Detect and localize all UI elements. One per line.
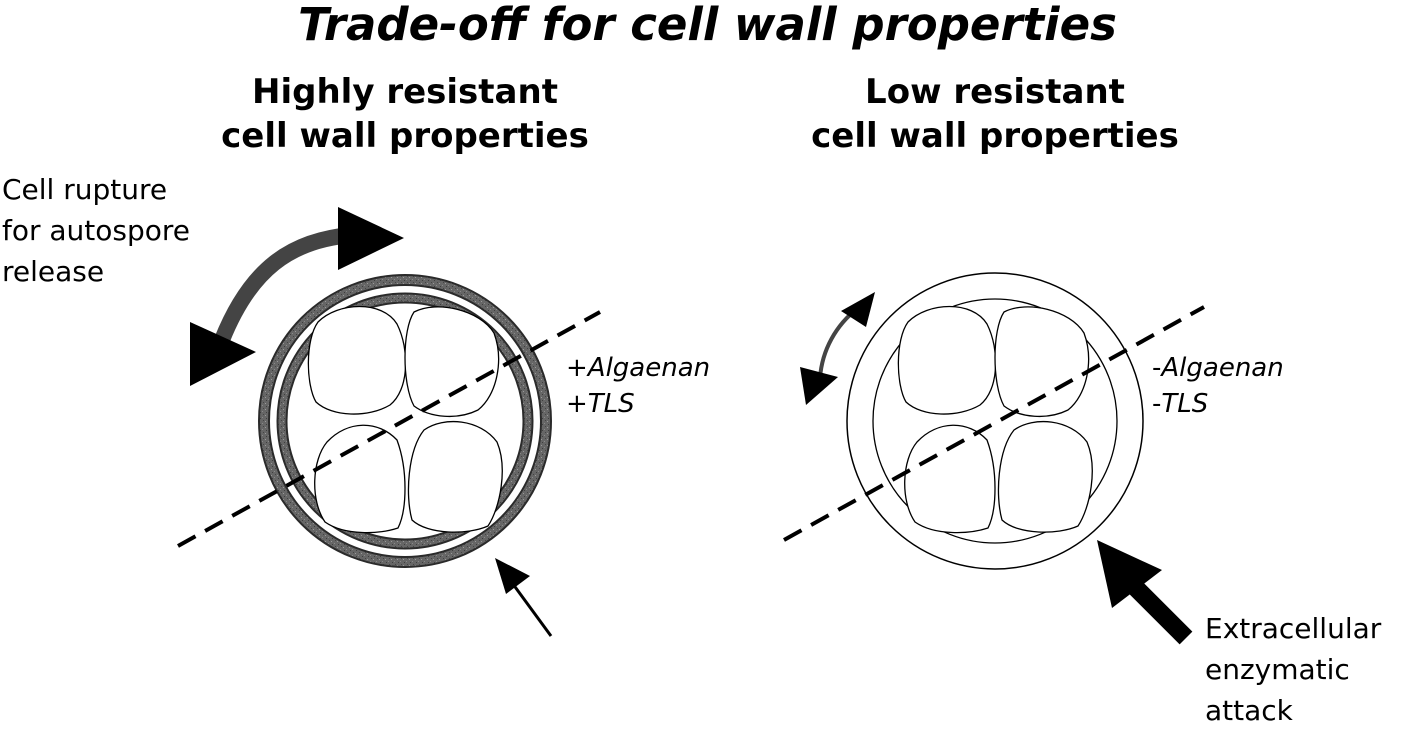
right-attack-arrow	[1097, 540, 1193, 645]
left-attack-arrow	[495, 558, 553, 637]
right-cell	[783, 272, 1205, 570]
rupture-arrow-head-top	[338, 207, 404, 270]
right-rupture-arrow	[800, 292, 875, 405]
left-composition: +Algaenan +TLS	[566, 350, 710, 422]
right-autospore-4	[997, 420, 1093, 533]
rupture-label-line-1: Cell rupture	[2, 173, 168, 206]
right-autospore-1	[897, 305, 997, 415]
right-tls-sign: -	[1152, 389, 1162, 419]
left-heading-line-1: Highly resistant	[252, 72, 558, 112]
left-section-line	[177, 310, 601, 548]
right-tls: -TLS	[1152, 386, 1284, 422]
right-attack-arrow-shaft	[1126, 578, 1193, 645]
left-panel-heading: Highly resistant cell wall properties	[205, 70, 605, 158]
right-rupture-arrow-shaft	[818, 306, 860, 379]
left-attack-arrow-shaft	[508, 579, 553, 637]
right-autospore-2	[994, 306, 1090, 418]
left-algaenan-name: Algaenan	[587, 353, 711, 383]
attack-label: Extracellular enzymatic attack	[1205, 608, 1381, 731]
left-cell	[177, 274, 601, 568]
left-heading-line-2: cell wall properties	[221, 116, 589, 156]
right-algaenan-name: Algaenan	[1161, 353, 1284, 383]
right-heading-line-1: Low resistant	[865, 72, 1125, 112]
left-tls-sign: +	[566, 389, 588, 419]
rupture-arrow	[190, 207, 404, 386]
left-attack-arrow-head	[495, 558, 530, 594]
left-outer-wall-texture	[260, 276, 550, 566]
right-outer-wall	[846, 272, 1144, 570]
left-tls-name: TLS	[587, 389, 635, 419]
rupture-arrow-shaft	[214, 227, 353, 343]
right-heading-line-2: cell wall properties	[811, 116, 1179, 156]
left-algaenan: +Algaenan	[566, 350, 710, 386]
right-tls-name: TLS	[1161, 389, 1209, 419]
left-inner-wall-texture	[278, 294, 532, 548]
right-panel-heading: Low resistant cell wall properties	[795, 70, 1195, 158]
right-autospore-3	[904, 424, 996, 534]
left-autospore-3	[314, 424, 406, 534]
rupture-label-line-3: release	[2, 255, 105, 288]
right-attack-arrow-head	[1097, 540, 1162, 608]
diagram-title: Trade-off for cell wall properties	[298, 0, 1117, 51]
rupture-arrow-head-bottom	[190, 322, 256, 386]
attack-label-line-1: Extracellular	[1205, 612, 1382, 645]
left-autospore-1	[307, 305, 407, 415]
left-autospore-4	[407, 420, 503, 533]
right-rupture-arrow-head-top	[841, 292, 875, 327]
right-rupture-arrow-head-bottom	[800, 367, 838, 405]
left-tls: +TLS	[566, 386, 710, 422]
rupture-label-line-2: for autospore	[2, 214, 191, 247]
attack-label-line-3: attack	[1205, 694, 1293, 727]
left-autospore-2	[404, 306, 500, 418]
attack-label-line-2: enzymatic	[1205, 653, 1350, 686]
right-composition: -Algaenan -TLS	[1152, 350, 1284, 422]
right-algaenan-sign: -	[1152, 353, 1162, 383]
right-algaenan: -Algaenan	[1152, 350, 1284, 386]
rupture-label: Cell rupture for autospore release	[2, 169, 190, 292]
left-algaenan-sign: +	[566, 353, 588, 383]
right-inner-wall	[872, 298, 1118, 544]
right-section-line	[783, 305, 1205, 542]
